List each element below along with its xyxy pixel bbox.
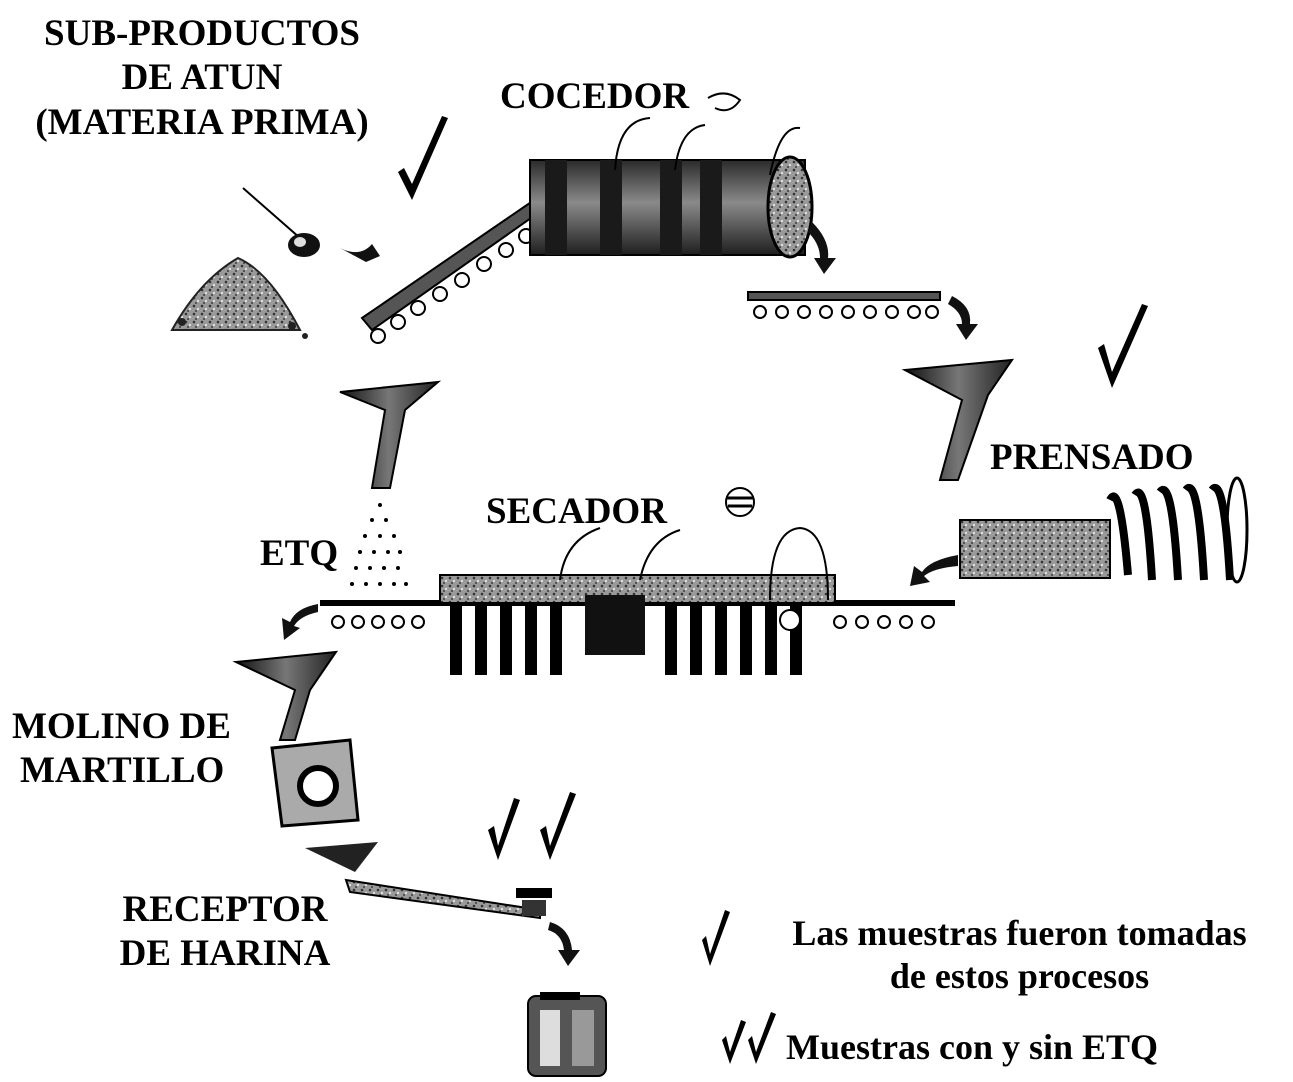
check-mark-icon	[1098, 304, 1148, 388]
receiver-line-2: DE HARINA	[119, 933, 331, 975]
raw-material-line-2: DE ATUN	[121, 57, 283, 99]
inclined-conveyor	[360, 194, 550, 344]
receiver-line-1: RECEPTOR	[122, 889, 328, 930]
flow-arrow-icon	[340, 244, 380, 262]
mill-line-2: MARTILLO	[20, 750, 225, 792]
receiver-label: RECEPTOR DE HARINA	[100, 888, 350, 977]
mill-line-1: MOLINO DE	[12, 706, 231, 747]
legend-single-check: Las muestras fueron tomadas de estos pro…	[752, 912, 1287, 998]
press-label: PRENSADO	[990, 437, 1194, 478]
flow-arrow-icon	[948, 296, 978, 340]
dryer-label: SECADOR	[486, 491, 667, 532]
legend-single-line-2: de estos procesos	[889, 956, 1150, 997]
cooker	[529, 92, 814, 259]
raw-material-label: SUB-PRODUCTOS DE ATUN (MATERIA PRIMA)	[22, 12, 382, 145]
operator-head-icon	[725, 487, 755, 517]
legend-single-line-1: Las muestras fueron tomadas	[792, 913, 1247, 953]
cooker-label: COCEDOR	[500, 76, 690, 117]
raw-material-pile	[170, 256, 308, 339]
check-mark-icon	[722, 1020, 746, 1064]
check-mark-icon	[398, 116, 448, 200]
check-mark-icon	[540, 792, 576, 860]
flour-receiver	[305, 842, 552, 920]
hammer-mill	[232, 650, 360, 828]
check-mark-icon	[702, 910, 730, 966]
flow-arrow-icon	[282, 604, 318, 640]
etq-label: ETQ	[260, 533, 339, 574]
mill-label: MOLINO DE MARTILLO	[12, 705, 231, 794]
dryer	[320, 526, 955, 675]
flow-arrow-icon	[808, 222, 836, 274]
flour-bags	[527, 992, 607, 1077]
raw-material-line-1: SUB-PRODUCTOS	[44, 13, 360, 54]
press	[901, 358, 1249, 584]
transfer-conveyor	[747, 291, 941, 319]
etq-dispenser	[339, 380, 442, 586]
legend-double-check: Muestras con y sin ETQ	[786, 1027, 1159, 1067]
scoop-icon	[242, 187, 320, 257]
check-mark-icon	[748, 1012, 776, 1064]
flow-arrow-icon	[910, 555, 958, 586]
raw-material-line-3: (MATERIA PRIMA)	[35, 101, 369, 143]
check-mark-icon	[488, 798, 520, 860]
flow-arrow-icon	[548, 922, 580, 966]
